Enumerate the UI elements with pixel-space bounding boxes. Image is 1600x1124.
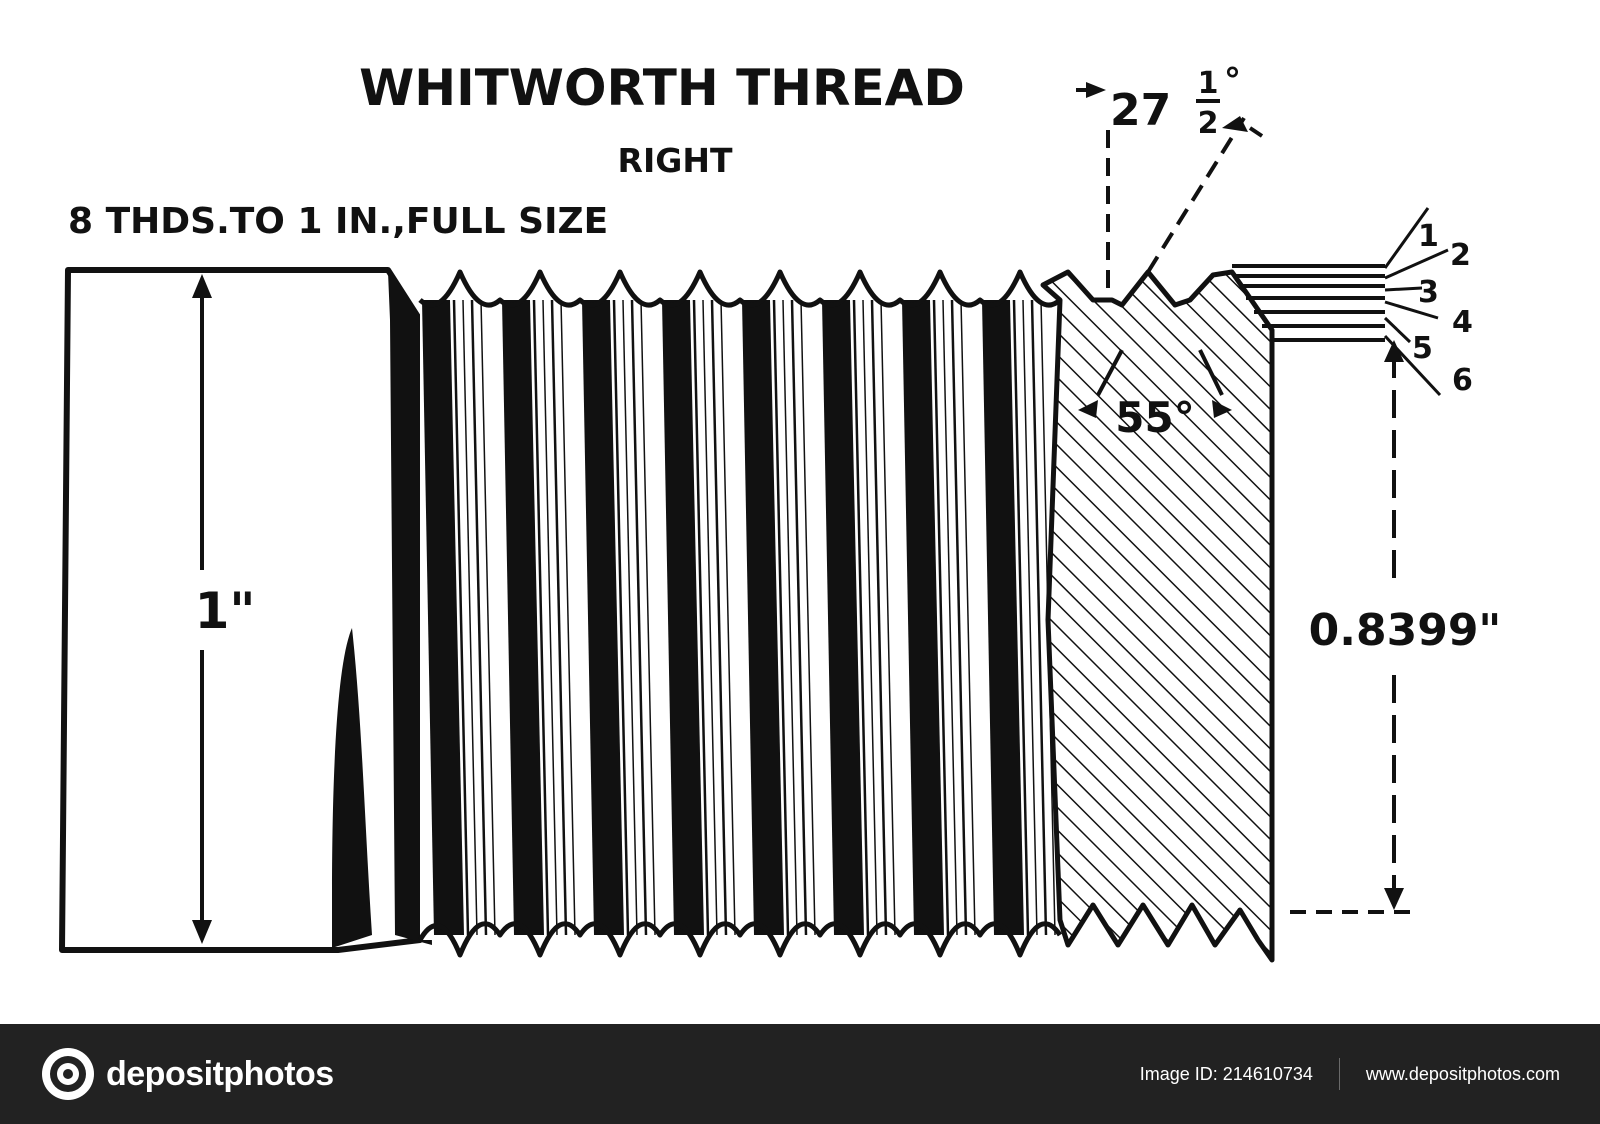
- thread-hatch-line: [560, 299, 576, 936]
- half-angle-dimension: [1076, 82, 1264, 300]
- callout-5: 5: [1412, 331, 1433, 366]
- thread-groove-shadow: [662, 300, 704, 935]
- thread-shading: [422, 299, 1056, 936]
- thread-groove-shadow: [982, 300, 1024, 935]
- brand-name: depositphotos: [106, 1054, 334, 1093]
- core-diameter-label: 0.8399": [1309, 605, 1502, 656]
- callout-1: 1: [1418, 219, 1439, 254]
- thread-profile-bottom: [417, 921, 1063, 958]
- callout-4: 4: [1452, 305, 1473, 340]
- thread-hatch-line: [1030, 299, 1048, 936]
- thread-spec-label: 8 THDS.TO 1 IN.,FULL SIZE: [68, 201, 608, 242]
- site-url[interactable]: www.depositphotos.com: [1365, 1063, 1560, 1084]
- thread-hatch-line: [880, 299, 896, 936]
- shank-taper-shadow: [332, 628, 372, 948]
- thread-hatch-line: [1012, 299, 1030, 936]
- half-angle-whole: 27: [1110, 85, 1171, 136]
- thread-hatch-line: [692, 299, 710, 936]
- thread-groove-shadow: [742, 300, 784, 935]
- callout-numbers: 1 2 3 4 5 6: [1412, 219, 1473, 398]
- callout-2: 2: [1450, 238, 1471, 273]
- thread-cross-section: [1040, 269, 1275, 963]
- thread-hatch-line: [550, 299, 568, 936]
- meta-divider: [1338, 1058, 1340, 1090]
- thread-groove-shadow: [902, 300, 944, 935]
- thread-hatch-line: [950, 299, 968, 936]
- thread-hatch-line: [942, 299, 958, 936]
- image-meta: Image ID: 214610734 www.depositphotos.co…: [1140, 1058, 1560, 1090]
- thread-hatch-line: [862, 299, 878, 936]
- thread-hatch-line: [960, 299, 976, 936]
- thread-hatch-line: [932, 299, 950, 936]
- thread-hatch-line: [640, 299, 656, 936]
- thread-hatch-line: [852, 299, 870, 936]
- included-angle-label: 55°: [1115, 393, 1194, 442]
- callout-6: 6: [1452, 363, 1473, 398]
- image-id: Image ID: 214610734: [1139, 1063, 1313, 1084]
- thread-hatch-line: [702, 299, 718, 936]
- thread-groove-shadow: [822, 300, 864, 935]
- thread-hatch-line: [532, 299, 550, 936]
- thread-groove-shadow: [422, 300, 464, 935]
- included-angle-dimension: [1078, 349, 1232, 418]
- thread-hatch-line: [622, 299, 638, 936]
- thread-hatch-line: [462, 299, 478, 936]
- stock-footer-bar: depositphotos Image ID: 214610734 www.de…: [0, 1024, 1600, 1124]
- thread-hatch-line: [782, 299, 798, 936]
- thread-hatch-line: [720, 299, 736, 936]
- diagram-title: WHITWORTH THREAD: [359, 59, 965, 117]
- thread-hatch-line: [480, 299, 496, 936]
- outer-diameter-dimension: [192, 274, 212, 944]
- whitworth-thread-diagram: WHITWORTH THREAD RIGHT 8 THDS.TO 1 IN.,F…: [59, 59, 1502, 963]
- thread-hatch-line: [772, 299, 790, 936]
- thread-groove-shadow: [582, 300, 624, 935]
- thread-depth-layers: [1232, 264, 1385, 342]
- callout-3: 3: [1418, 275, 1439, 310]
- thread-hatch-line: [790, 299, 808, 936]
- half-angle-denominator: 2: [1198, 106, 1219, 141]
- thread-hatch-line: [800, 299, 816, 936]
- half-angle-numerator: 1: [1198, 66, 1219, 101]
- thread-hatch-line: [870, 299, 888, 936]
- thread-hatch-line: [612, 299, 630, 936]
- outer-diameter-label: 1": [195, 582, 256, 640]
- thread-hatch-line: [542, 299, 558, 936]
- half-angle-degree: °: [1224, 61, 1241, 101]
- thread-hatch-line: [452, 299, 470, 936]
- brand-logo[interactable]: depositphotos: [40, 1046, 334, 1102]
- camera-lens-icon: [42, 1048, 94, 1100]
- thread-groove-shadow: [502, 300, 544, 935]
- thread-hatch-line: [1022, 299, 1038, 936]
- thread-profile-top: [418, 269, 1062, 308]
- thread-hatch-line: [470, 299, 488, 936]
- diagram-subtitle: RIGHT: [618, 141, 733, 180]
- thread-hatch-line: [630, 299, 648, 936]
- thread-hatch-line: [710, 299, 728, 936]
- core-diameter-dimension: [1290, 340, 1420, 914]
